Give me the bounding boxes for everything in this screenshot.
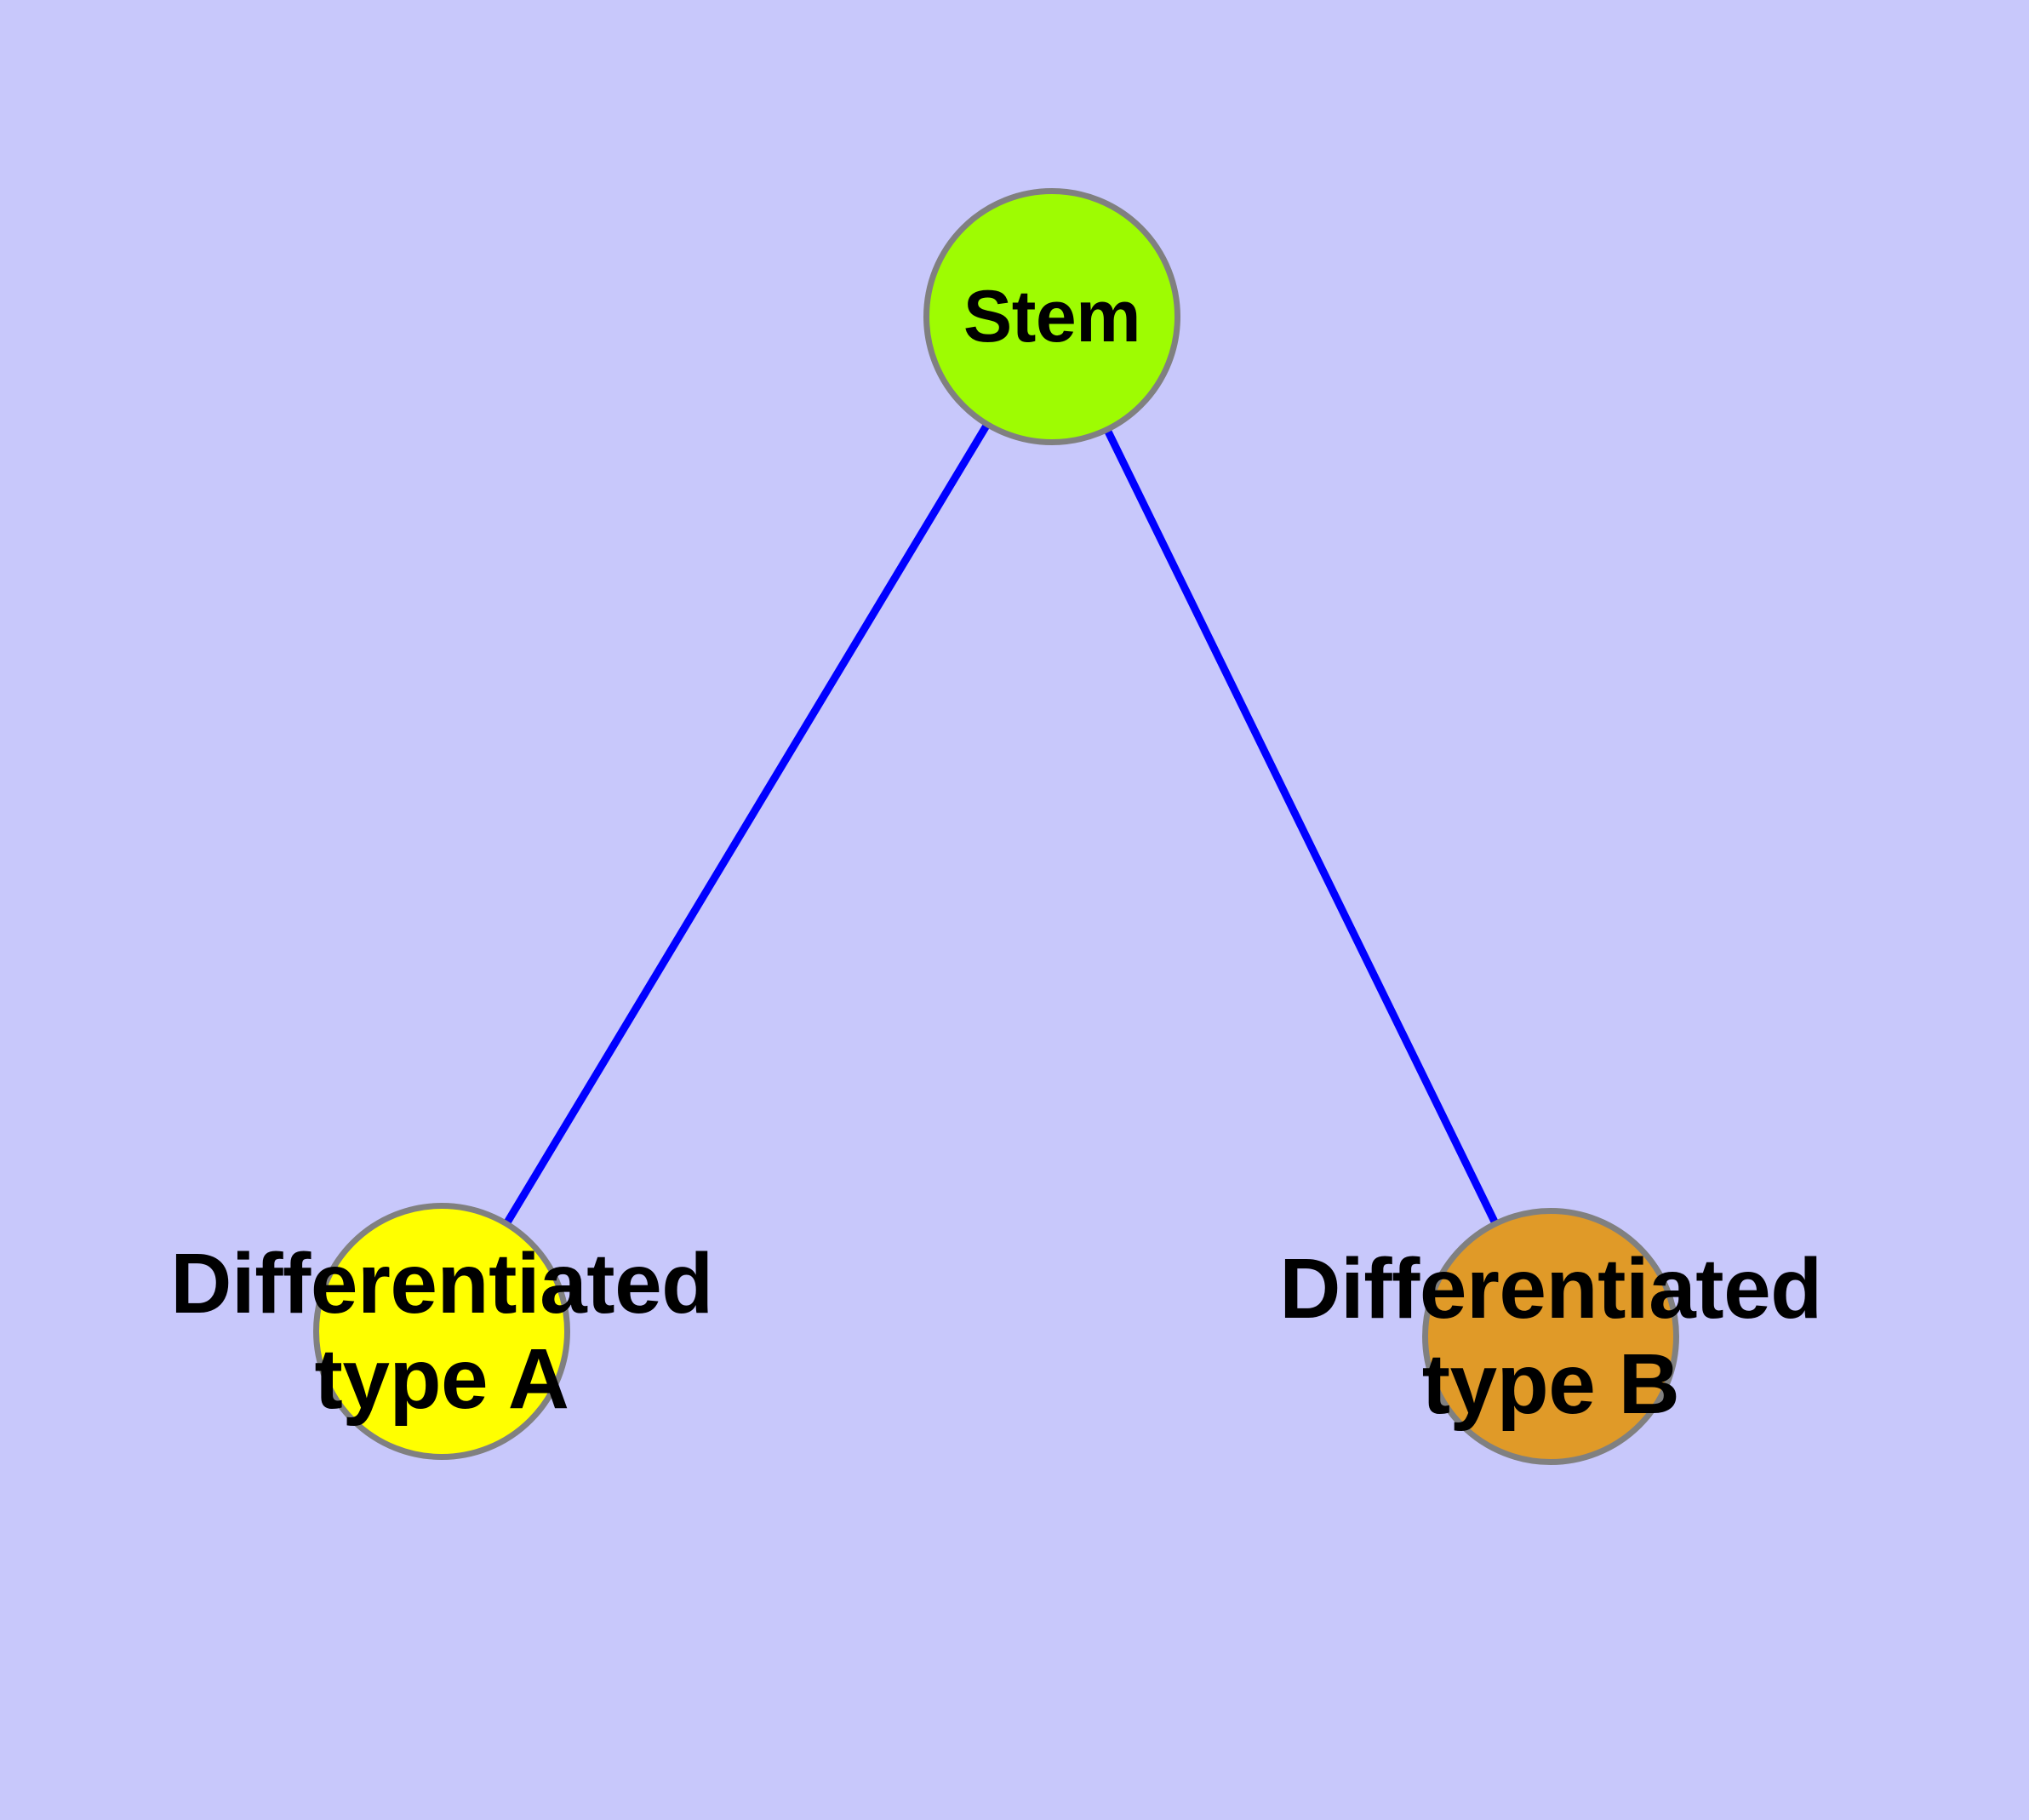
graph-node-diff_a[interactable] — [313, 1203, 570, 1460]
graph-node-diff_b[interactable] — [1422, 1208, 1679, 1465]
nodes-layer — [313, 188, 1679, 1465]
graph-node-stem[interactable] — [923, 188, 1180, 445]
edges-layer — [438, 314, 1555, 1338]
graph-edge-stem-diff_a — [438, 314, 1055, 1334]
graph-edge-stem-diff_b — [1048, 315, 1555, 1338]
